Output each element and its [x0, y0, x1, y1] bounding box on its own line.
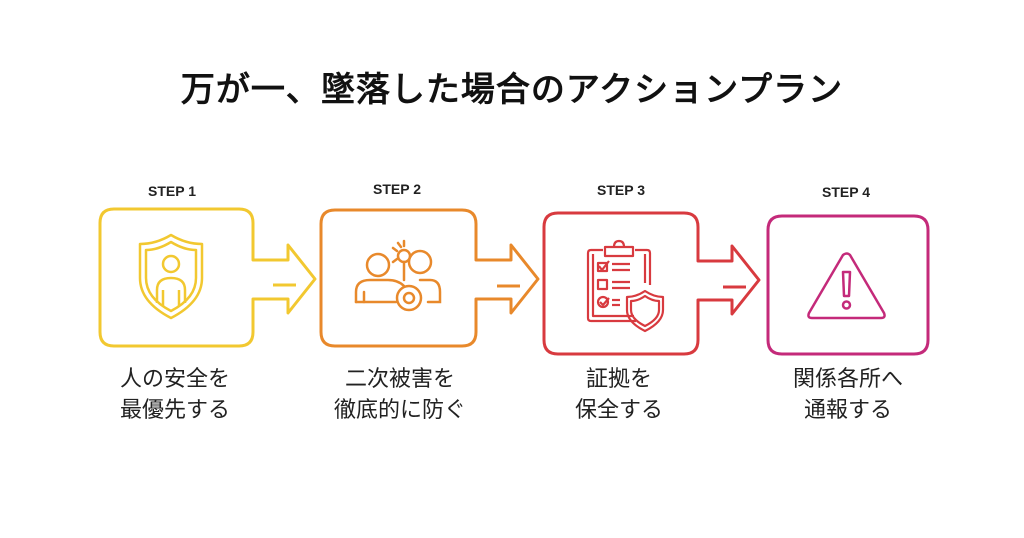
- step-3-box: [542, 211, 761, 356]
- step-4-caption-line2: 通報する: [803, 398, 892, 423]
- shield-person-icon: [138, 233, 204, 320]
- step-4-caption: 関係各所へ 通報する: [748, 364, 948, 426]
- step-1-label: STEP 1: [148, 183, 196, 199]
- warning-triangle-icon: [807, 252, 886, 320]
- step-3-caption-line2: 保全する: [574, 398, 663, 423]
- clipboard-shield-icon: [586, 239, 665, 333]
- page-title: 万が一、墜落した場合のアクションプラン: [180, 70, 844, 110]
- step-2-caption: 二次被害を 徹底的に防ぐ: [300, 364, 500, 426]
- step-3-caption: 証拠を 保全する: [519, 364, 719, 426]
- step-2-caption-line1: 二次被害を: [344, 367, 455, 392]
- step-3-label: STEP 3: [597, 182, 645, 198]
- step-3-caption-line1: 証拠を: [585, 367, 652, 392]
- step-1-caption: 人の安全を 最優先する: [75, 364, 275, 426]
- step-4-label: STEP 4: [822, 184, 870, 200]
- people-collision-icon: [354, 239, 442, 312]
- step-4-box: [766, 214, 930, 356]
- step-1-caption-line1: 人の安全を: [119, 367, 230, 392]
- step-1-box: [98, 207, 317, 348]
- step-2-box: [319, 208, 540, 348]
- step-4-caption-line1: 関係各所へ: [792, 367, 903, 392]
- step-2-label: STEP 2: [373, 181, 421, 197]
- step-2-caption-line2: 徹底的に防ぐ: [333, 398, 466, 423]
- step-1-caption-line2: 最優先する: [119, 398, 230, 423]
